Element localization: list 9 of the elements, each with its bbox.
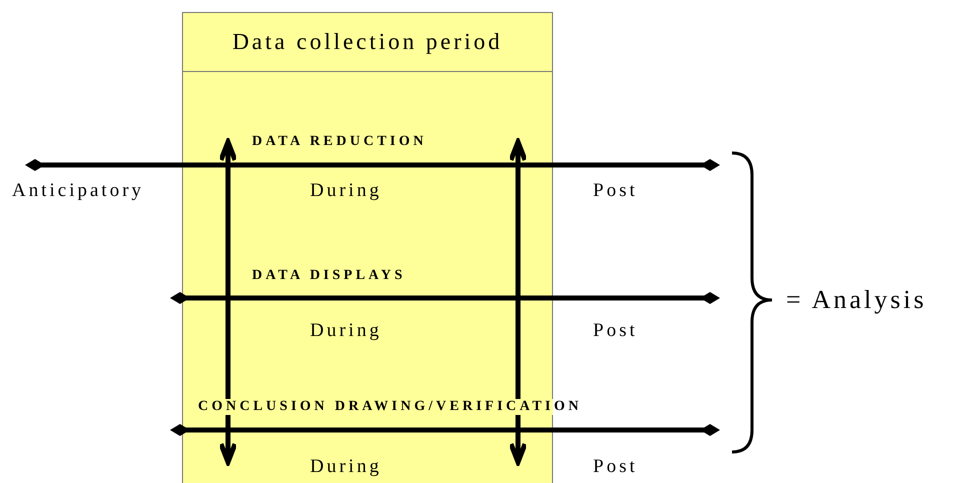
stage-label: During — [310, 456, 382, 478]
stage-label: Anticipatory — [12, 180, 144, 202]
stage-label: During — [310, 180, 382, 202]
stage-label: During — [310, 320, 382, 342]
stage-label: Post — [593, 456, 638, 478]
stage-label: Post — [593, 180, 638, 202]
brace-label: = Analysis — [786, 285, 927, 315]
box-heading: Data collection period — [232, 29, 503, 55]
stage-label: Post — [593, 320, 638, 342]
